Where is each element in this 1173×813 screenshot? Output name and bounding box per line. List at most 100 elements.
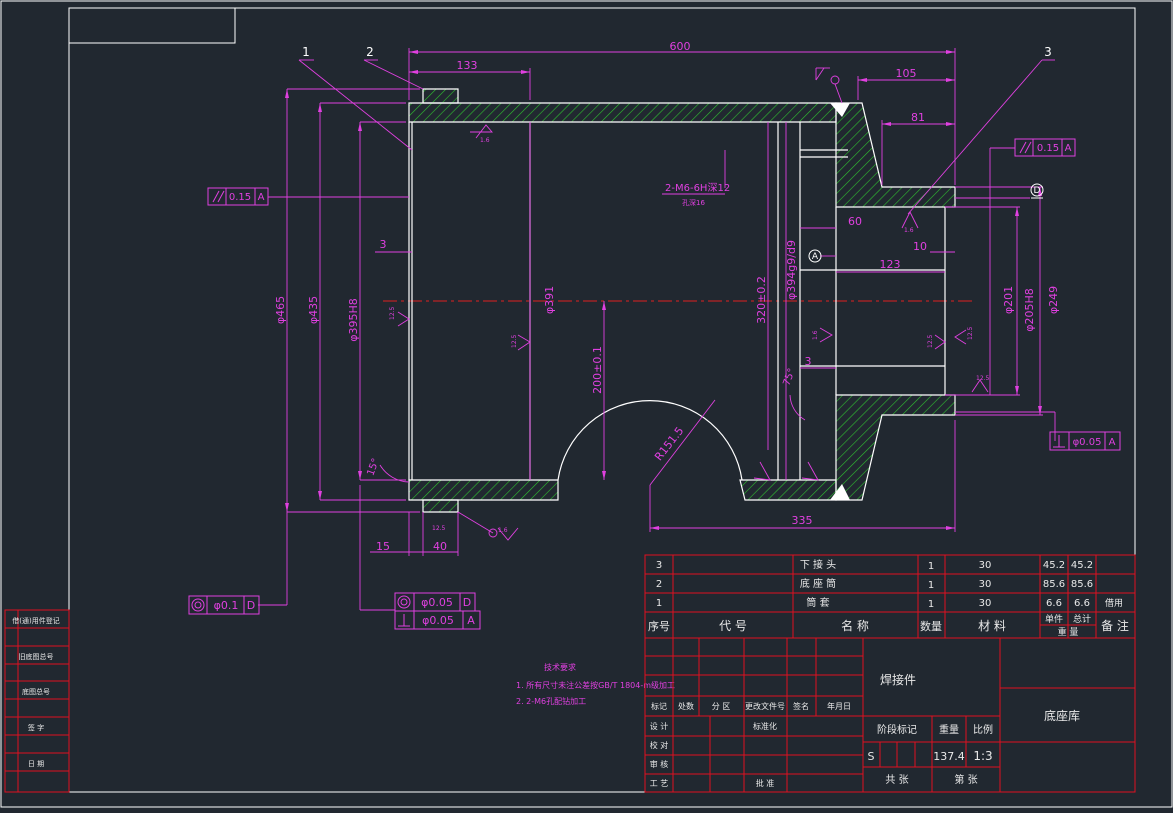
scale-label: 比例 bbox=[973, 723, 993, 736]
change-label: 签名 bbox=[793, 701, 809, 711]
roughness-value: 1.6 bbox=[480, 137, 490, 144]
dim-60: 60 bbox=[848, 215, 862, 228]
tol-coax-value: φ0.1 bbox=[214, 599, 239, 612]
title-block-labels: 标记 处数 分 区 更改文件号 签名 年月日 设 计 校 对 审 核 工 艺 标… bbox=[650, 701, 993, 788]
approve-label: 批 准 bbox=[756, 778, 775, 788]
roughness-value: 12.5 bbox=[389, 306, 396, 320]
bom-row-name: 筒 套 bbox=[806, 596, 829, 609]
title-block-values: 焊接件 底座库 S 137.4 1:3 bbox=[868, 672, 1081, 763]
bom-row-w2: 85.6 bbox=[1071, 579, 1093, 590]
dim-40: 40 bbox=[433, 540, 447, 553]
cutout-arc bbox=[557, 400, 743, 481]
sign-label: 设 计 bbox=[650, 721, 669, 731]
weld-marks bbox=[830, 103, 850, 500]
bom-header-material: 材 料 bbox=[978, 619, 1006, 633]
bom-header-total: 总计 bbox=[1073, 613, 1091, 625]
tol-perp2-value: φ0.05 bbox=[422, 614, 454, 627]
bom-rows: 3 下 接 头 1 30 45.2 45.2 2 底 座 筒 1 30 85.6… bbox=[656, 558, 1123, 610]
bom-row-w1: 85.6 bbox=[1043, 579, 1065, 590]
datum-a: A bbox=[812, 252, 819, 262]
bom-table bbox=[644, 554, 1136, 639]
arrowheads bbox=[285, 50, 1042, 530]
tol-perp2-datum: A bbox=[467, 614, 475, 627]
std-label: 标准化 bbox=[753, 721, 777, 731]
roughness-values: 1.6 12.5 12.5 1.6 12.5 12.5 12.5 1.6 1.6… bbox=[389, 137, 990, 534]
dim-320: 320±0.2 bbox=[755, 276, 768, 324]
roughness-value: 1.6 bbox=[812, 330, 819, 340]
stamp-label: 日 期 bbox=[28, 760, 44, 768]
bom-row-no: 1 bbox=[656, 598, 662, 609]
mass-value: 137.4 bbox=[933, 750, 965, 763]
sheets-label: 共 张 bbox=[885, 774, 908, 786]
dim-dia205: φ205H8 bbox=[1023, 288, 1036, 332]
tech-note-line: 2. 2-M6孔配钻加工 bbox=[516, 696, 586, 706]
bom-header-weight: 重 量 bbox=[1058, 626, 1079, 638]
dim-3-left: 3 bbox=[380, 238, 387, 251]
stage-label: 阶段标记 bbox=[877, 723, 917, 736]
balloon-3: 3 bbox=[1044, 45, 1052, 59]
stamp-label: 借(通)用件登记 bbox=[12, 616, 59, 625]
tolerance-frames bbox=[188, 138, 1121, 630]
stamp-label: 签 字 bbox=[28, 723, 44, 732]
change-label: 更改文件号 bbox=[745, 701, 785, 711]
bom-row-qty: 1 bbox=[928, 580, 934, 591]
bom-row-w1: 45.2 bbox=[1043, 560, 1065, 571]
roughness-value: 12.5 bbox=[976, 375, 990, 382]
tol-coax2-value: φ0.05 bbox=[421, 596, 453, 609]
bottom-wall-section bbox=[408, 479, 559, 501]
tol-coax-datum: D bbox=[247, 599, 255, 612]
dim-dia201: φ201 bbox=[1002, 286, 1015, 314]
sheet-label: 第 张 bbox=[954, 773, 977, 786]
tech-notes-title: 技术要求 bbox=[544, 662, 576, 672]
tol-parallel-left-datum: A bbox=[258, 192, 265, 203]
change-label: 分 区 bbox=[712, 702, 731, 711]
stamp-label: 旧底图总号 bbox=[19, 652, 54, 661]
dim-10: 10 bbox=[913, 240, 927, 253]
change-label: 年月日 bbox=[827, 701, 851, 711]
sign-label: 工 艺 bbox=[650, 779, 669, 788]
dim-335: 335 bbox=[792, 514, 813, 527]
head-lower-section bbox=[835, 394, 956, 501]
roughness-value: 12.5 bbox=[432, 525, 446, 532]
tol-parallel-right-value: 0.15 bbox=[1037, 143, 1059, 154]
bom-row-w2: 6.6 bbox=[1074, 598, 1090, 609]
dim-dia394: φ394g9/d9 bbox=[785, 240, 798, 300]
dim-dia249: φ249 bbox=[1047, 286, 1060, 314]
roughness-value: 1.6 bbox=[904, 227, 914, 234]
bom-row-w2: 45.2 bbox=[1071, 560, 1093, 571]
bom-row-qty: 1 bbox=[928, 599, 934, 610]
bom-header-code: 代 号 bbox=[719, 619, 747, 633]
sign-label: 校 对 bbox=[650, 740, 669, 750]
left-stamp-labels: 借(通)用件登记 旧底图总号 底图总号 签 字 日 期 bbox=[12, 616, 59, 768]
dim-81: 81 bbox=[911, 111, 925, 124]
top-wall-section bbox=[408, 102, 837, 123]
bom-row-no: 3 bbox=[656, 560, 662, 571]
bom-row-name: 底 座 筒 bbox=[800, 577, 836, 590]
dim-dia465: φ465 bbox=[274, 296, 287, 324]
bom-header-qty: 数量 bbox=[920, 620, 942, 633]
bom-header-note: 备 注 bbox=[1101, 618, 1129, 633]
drawing-name: 底座库 bbox=[1044, 708, 1080, 723]
dim-dia395: φ395H8 bbox=[347, 298, 360, 342]
tol-perp-right-value: φ0.05 bbox=[1073, 437, 1102, 448]
bottom-tab-section bbox=[422, 499, 459, 513]
bom-header: 序号 代 号 名 称 数量 材 料 单件 总计 重 量 备 注 bbox=[648, 613, 1129, 638]
dim-thread: 2-M6-6H深12 bbox=[665, 182, 730, 194]
balloon-2: 2 bbox=[366, 45, 374, 59]
roughness-value: 1.6 bbox=[498, 527, 508, 534]
roughness-symbols bbox=[397, 124, 989, 481]
tol-coax2-datum: D bbox=[463, 596, 471, 609]
stage-value: S bbox=[868, 750, 875, 763]
tol-parallel-right-datum: A bbox=[1065, 143, 1072, 154]
dim-123: 123 bbox=[880, 258, 901, 271]
scale-value: 1:3 bbox=[973, 749, 992, 763]
tol-perp-right-datum: A bbox=[1109, 437, 1116, 448]
bom-row-material: 30 bbox=[979, 598, 992, 609]
balloon-1: 1 bbox=[302, 45, 310, 59]
tech-notes: 技术要求 1. 所有尺寸未注公差按GB/T 1804-m级加工 2. 2-M6孔… bbox=[516, 662, 675, 706]
dim-dia435: φ435 bbox=[307, 296, 320, 324]
dim-200: 200±0.1 bbox=[591, 346, 604, 394]
bom-row-qty: 1 bbox=[928, 561, 934, 572]
